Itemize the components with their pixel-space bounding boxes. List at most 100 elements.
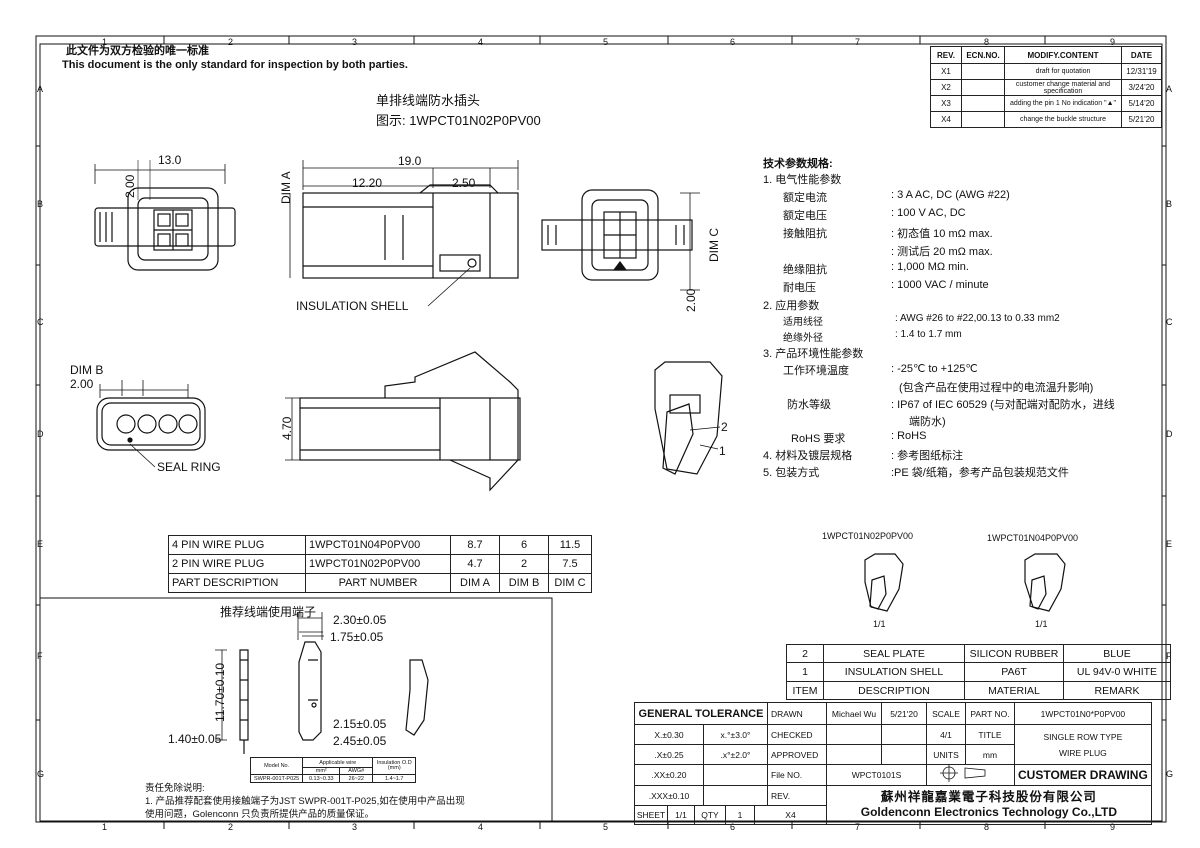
content-cell: customer change material and specificati…	[1004, 79, 1122, 96]
row-label-e: E	[37, 539, 44, 549]
col-label-bottom-1: 1	[102, 822, 108, 832]
company-name-cn: 蘇州祥龍嘉業電子科技股份有限公司	[880, 790, 1097, 804]
bottom-view-sketch	[299, 351, 521, 492]
revision-row: X3 adding the pin 1 No indication "▲" 5/…	[930, 95, 1162, 112]
col-label-bottom-5: 5	[603, 822, 609, 832]
spec-value: : IP67 of IEC 60529 (与对配端对配防水，进线	[891, 399, 1115, 411]
table-row: 2 PIN WIRE PLUG 1WPCT01N02P0PV00 4.7 2 7…	[168, 554, 592, 574]
spec-label: 5. 包装方式	[763, 467, 820, 479]
row-label-right-g: G	[1166, 769, 1174, 779]
table-cell: MATERIAL	[964, 681, 1064, 700]
rev-cell: X4	[930, 111, 962, 128]
dim-a-label: DIM A	[279, 171, 293, 204]
mini-sub: mm²	[302, 767, 341, 775]
dim-2-45: 2.45±0.05	[333, 734, 387, 748]
spec-label: 绝缘外径	[783, 333, 823, 344]
part-no-value: 1WPCT01N0*P0PV00	[1014, 702, 1152, 725]
part-no-label: PART NO.	[965, 702, 1015, 725]
spec-label: 适用线径	[783, 317, 823, 328]
tol-x3: .XX±0.20	[634, 764, 704, 786]
spec-row: 4. 材料及镀层规格: 参考图纸标注	[763, 447, 1158, 464]
table-cell: 2	[499, 554, 549, 574]
row-label-right-c: C	[1166, 317, 1173, 327]
spec-value: : -25℃ to +125℃	[891, 363, 978, 375]
spec-label: 耐电压	[783, 282, 816, 294]
spec-value: : 3 A AC, DC (AWG #22)	[891, 189, 1010, 201]
title-block: GENERAL TOLERANCE DRAWN Michael Wu 5/21'…	[634, 702, 1152, 825]
table-cell: BLUE	[1063, 644, 1171, 663]
col-label-1: 1	[102, 37, 108, 47]
part-dim-table: 4 PIN WIRE PLUG 1WPCT01N04P0PV00 8.7 6 1…	[168, 535, 592, 593]
table-cell: DESCRIPTION	[823, 681, 965, 700]
content-cell: draft for quotation	[1004, 63, 1122, 80]
table-cell: 4 PIN WIRE PLUG	[168, 535, 306, 555]
col-label-2: 2	[228, 37, 234, 47]
spec-value: : 1000 VAC / minute	[891, 279, 989, 291]
company-cell: 蘇州祥龍嘉業電子科技股份有限公司 Goldenconn Electronics …	[826, 785, 1152, 825]
side-view-sketch	[302, 184, 519, 279]
product-2pin-sketch	[864, 553, 904, 612]
mini-cell: 1.4~1.7	[372, 774, 417, 783]
spec-value: 端防水)	[909, 416, 946, 428]
tol-angle-1: x.°±3.0°	[703, 724, 768, 745]
revision-row: X1 draft for quotation 12/31'19	[930, 63, 1162, 80]
content-cell: adding the pin 1 No indication "▲"	[1004, 95, 1122, 112]
table-cell: 1WPCT01N02P0PV00	[305, 554, 451, 574]
spec-value: : 测试后 20 mΩ max.	[891, 246, 993, 258]
row-label-right-d: D	[1166, 429, 1173, 439]
spec-row: 防水等级: IP67 of IEC 60529 (与对配端对配防水，进线	[763, 396, 1158, 413]
inner-frame	[39, 43, 1163, 822]
scale-label: SCALE	[926, 702, 966, 725]
spec-label	[763, 243, 891, 261]
ecn-cell	[961, 95, 1005, 112]
checked-label: CHECKED	[767, 724, 827, 745]
tol-empty-1	[703, 764, 768, 786]
dim-2-15: 2.15±0.05	[333, 717, 387, 731]
rev-header-content: MODIFY.CONTENT	[1004, 46, 1122, 64]
spec-title: 技术参数规格:	[763, 158, 833, 170]
qty-label: QTY	[695, 806, 726, 824]
approved-label: APPROVED	[767, 744, 827, 765]
revision-table: REV. ECN.NO. MODIFY.CONTENT DATE X1 draf…	[930, 46, 1162, 128]
revision-row: X4 change the buckle structure 5/21'20	[930, 111, 1162, 128]
spec-value: : 初态值 10 mΩ max.	[891, 228, 993, 240]
spec-row: RoHS 要求: RoHS	[763, 430, 1158, 447]
row-label-f: F	[37, 651, 43, 661]
title-line-1: SINGLE ROW TYPE	[1043, 731, 1123, 742]
spec-row: 适用线径: AWG #26 to #22,00.13 to 0.33 mm2	[763, 313, 1158, 329]
col-label-7: 7	[855, 37, 861, 47]
spec-label: 额定电压	[783, 210, 827, 222]
scale-value: 4/1	[926, 724, 966, 745]
approved-date	[881, 744, 927, 765]
disclaimer-title: 责任免除说明:	[145, 783, 205, 794]
tol-x4: .XXX±0.10	[634, 785, 704, 806]
spec-row: 端防水)	[763, 413, 1158, 430]
product-4pin-name: 1WPCT01N04P0PV00	[987, 533, 1079, 543]
spec-row: 绝缘阻抗: 1,000 MΩ min.	[763, 261, 1158, 279]
sheet-value: 1/1	[668, 806, 695, 824]
col-label-bottom-3: 3	[352, 822, 358, 832]
table-cell: 2	[786, 644, 824, 663]
spec-label: 绝缘阻抗	[783, 264, 827, 276]
notice-en: This document is the only standard for i…	[62, 59, 408, 71]
spec-row: 接触阻抗: 初态值 10 mΩ max.	[763, 225, 1158, 243]
spec-block: 技术参数规格: 1. 电气性能参数 额定电流: 3 A AC, DC (AWG …	[763, 155, 1158, 481]
date-cell: 5/14'20	[1121, 95, 1162, 112]
col-label-bottom-7: 7	[855, 822, 861, 832]
table-row: 4 PIN WIRE PLUG 1WPCT01N04P0PV00 8.7 6 1…	[168, 535, 592, 555]
spec-row: 额定电压: 100 V AC, DC	[763, 207, 1158, 225]
table-cell: 7.5	[548, 554, 592, 574]
rev-cell: X2	[930, 79, 962, 96]
dim-c-label: DIM C	[707, 228, 721, 262]
terminal-sketch-iso	[405, 659, 429, 736]
col-label-bottom-2: 2	[228, 822, 234, 832]
col-label-bottom-4: 4	[478, 822, 484, 832]
table-cell: 1	[786, 662, 824, 682]
projection-symbol-cell	[926, 764, 1015, 786]
spec-row: (包含产品在使用过程中的电流温升影响)	[763, 379, 1158, 396]
col-label-6: 6	[730, 37, 736, 47]
col-label-4: 4	[478, 37, 484, 47]
terminal-sketch-front	[298, 631, 323, 741]
tol-x1: X.±0.30	[634, 724, 704, 745]
